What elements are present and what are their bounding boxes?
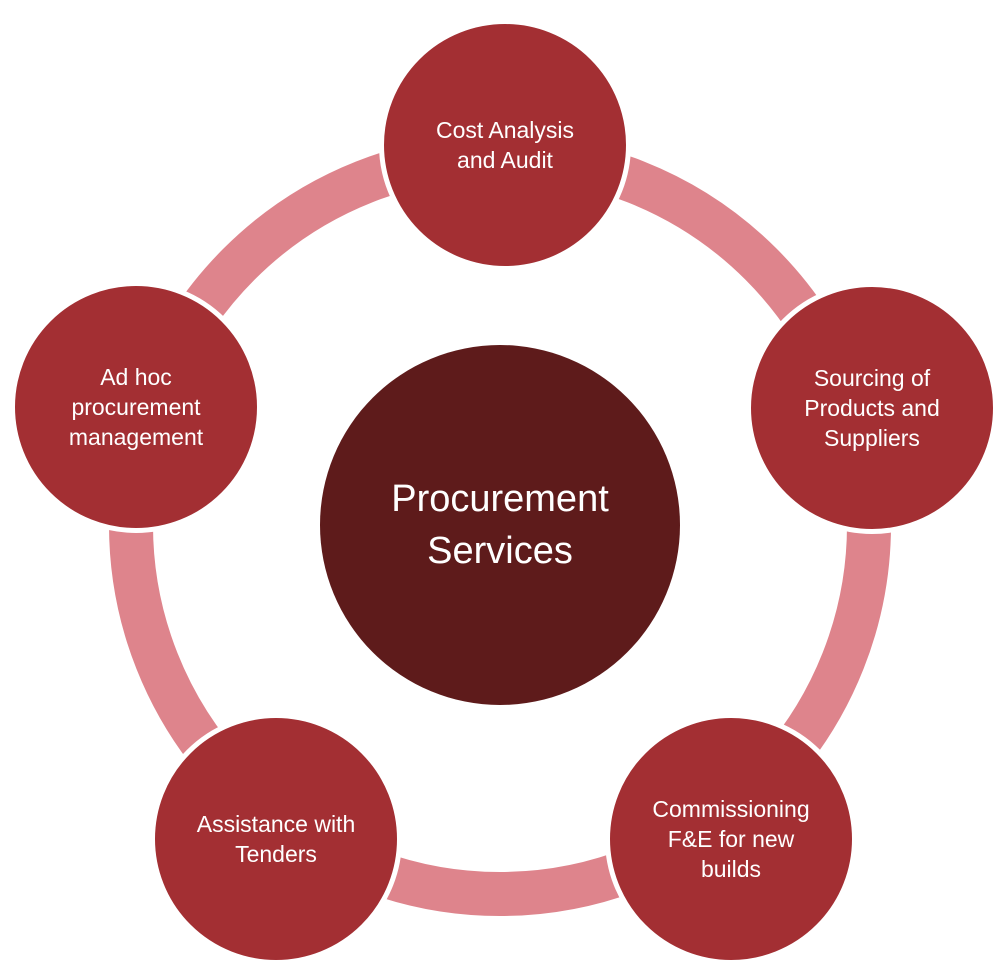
- node-cost-analysis-and-audit-label: Cost Analysis and Audit: [435, 117, 575, 173]
- node-assistance-with-tenders: Assistance with Tenders: [150, 713, 402, 965]
- node-commissioning-fe-for-new-builds-label: Commissioning F&E for new builds: [652, 796, 810, 882]
- node-sourcing-of-products-and-suppliers: Sourcing of Products and Suppliers: [746, 282, 998, 534]
- node-cost-analysis-and-audit: Cost Analysis and Audit: [379, 19, 631, 271]
- center-node-label: Procurement Services: [391, 478, 609, 572]
- node-assistance-with-tenders-label: Assistance with Tenders: [196, 811, 356, 867]
- node-commissioning-fe-for-new-builds: Commissioning F&E for new builds: [605, 713, 857, 965]
- node-sourcing-of-products-and-suppliers-label: Sourcing of Products and Suppliers: [804, 365, 940, 451]
- node-ad-hoc-procurement-management: Ad hoc procurement management: [10, 281, 262, 533]
- node-ad-hoc-procurement-management-label: Ad hoc procurement management: [68, 364, 204, 450]
- center-node-procurement-services: Procurement Services: [320, 345, 680, 705]
